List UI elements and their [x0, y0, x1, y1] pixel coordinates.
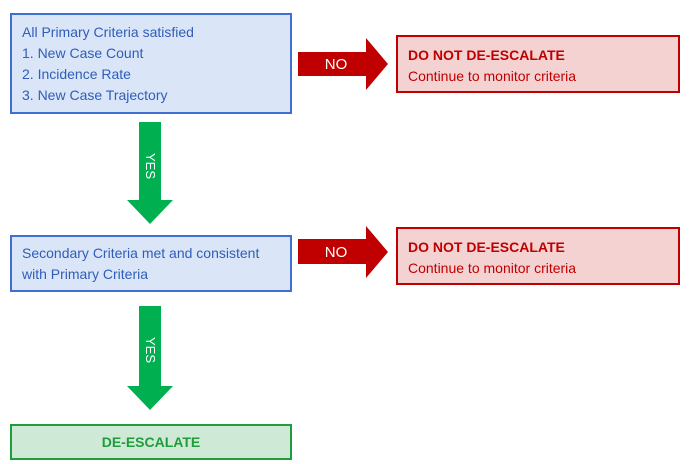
secondary-criteria-box: Secondary Criteria met and consistent wi… — [10, 235, 292, 292]
do-not-deescalate-heading-2: DO NOT DE-ESCALATE — [408, 239, 565, 255]
primary-criteria-box: All Primary Criteria satisfied 1. New Ca… — [10, 13, 292, 114]
yes-arrow-2: YES — [127, 306, 173, 410]
primary-criteria-title: All Primary Criteria satisfied — [22, 24, 194, 40]
deescalate-box: DE-ESCALATE — [10, 424, 292, 460]
no-arrow-2: NO — [298, 226, 388, 278]
primary-criterion-2: 2. Incidence Rate — [22, 66, 131, 82]
secondary-criteria-line-2: with Primary Criteria — [22, 266, 149, 282]
do-not-deescalate-box-1: DO NOT DE-ESCALATE Continue to monitor c… — [396, 35, 680, 93]
do-not-deescalate-box-2: DO NOT DE-ESCALATE Continue to monitor c… — [396, 227, 680, 285]
no-arrow-1-label: NO — [325, 56, 348, 73]
primary-criterion-3: 3. New Case Trajectory — [22, 87, 168, 103]
secondary-criteria-line-1: Secondary Criteria met and consistent — [22, 245, 260, 261]
primary-criterion-1: 1. New Case Count — [22, 45, 144, 61]
continue-monitor-text-2: Continue to monitor criteria — [408, 260, 577, 276]
no-arrow-1: NO — [298, 38, 388, 90]
yes-arrow-1: YES — [127, 122, 173, 224]
yes-arrow-1-label: YES — [143, 153, 158, 179]
continue-monitor-text-1: Continue to monitor criteria — [408, 68, 577, 84]
no-arrow-2-label: NO — [325, 244, 348, 261]
yes-arrow-2-label: YES — [143, 337, 158, 363]
do-not-deescalate-heading-1: DO NOT DE-ESCALATE — [408, 47, 565, 63]
deescalate-heading: DE-ESCALATE — [101, 434, 201, 450]
